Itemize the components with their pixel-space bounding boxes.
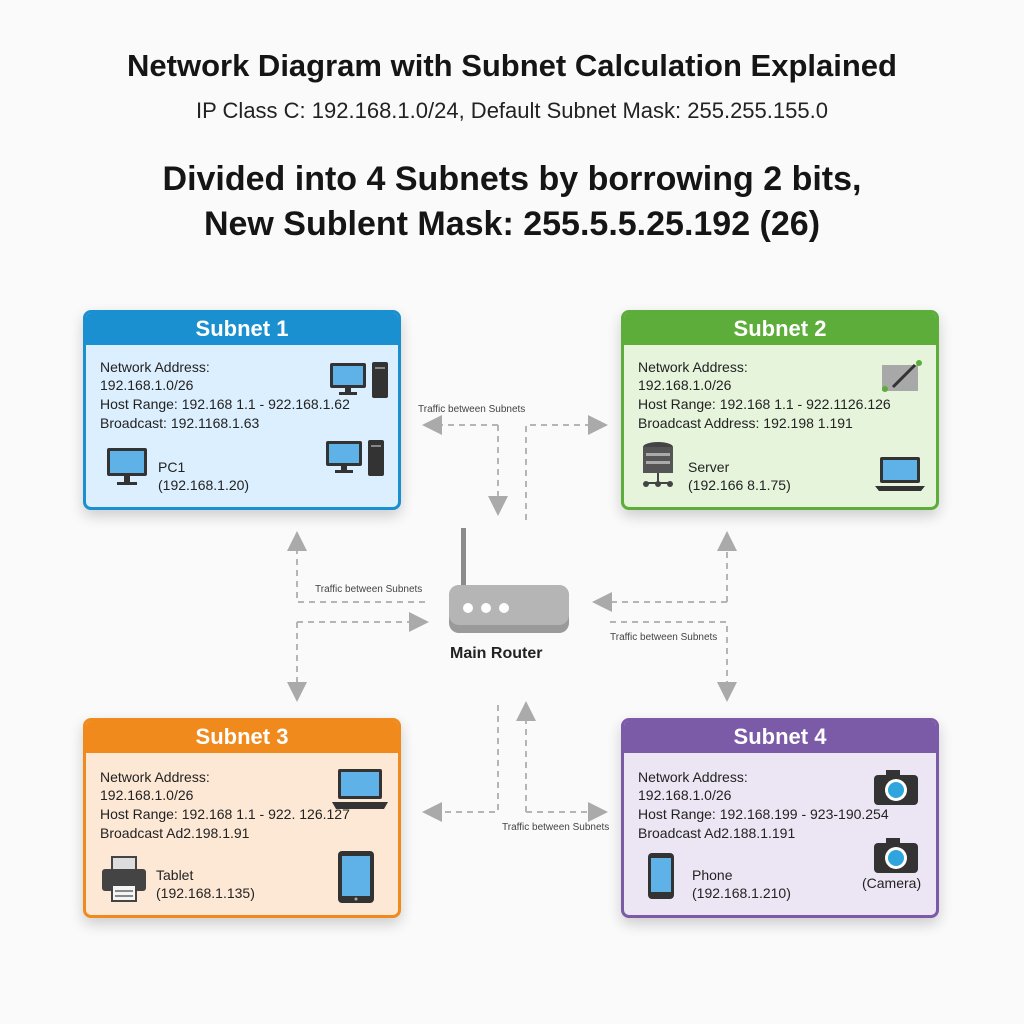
host-range: Host Range: 192.168.199 - 923-190.254 [638,806,889,822]
network-address: 192.168.1.0/26 [100,377,194,393]
broadcast: Broadcast Ad2.188.1.191 [638,825,796,841]
desktop-computer-icon [326,440,384,476]
edit-document-icon [882,360,922,392]
device-ip: (192.168.1.20) [158,477,250,493]
subnet-3-card: Subnet 3 Network Address: 192.168.1.0/26… [83,718,401,918]
link-s3-router [422,705,499,822]
traffic-label-top: Traffic between Subnets [418,404,526,415]
link-router-s4 [610,621,737,702]
traffic-label-bottom: Traffic between Subnets [502,822,610,833]
subnet-4-card: Subnet 4 Network Address: 192.168.1.0/26… [621,718,939,918]
broadcast: Broadcast Ad2.198.1.91 [100,825,250,841]
phone-icon [648,853,674,899]
network-label: Network Address: [100,769,210,785]
host-range: Host Range: 192.168 1.1 - 922.168.1.62 [100,396,350,412]
subnet-1-card: Subnet 1 Network Address: 192.168.1.0/26… [83,310,401,510]
desktop-computer-icon [330,362,388,398]
traffic-label-left: Traffic between Subnets [315,584,423,595]
diagram-title: Network Diagram with Subnet Calculation … [127,48,897,83]
device-name: PC1 [158,459,186,475]
network-address: 192.168.1.0/26 [638,377,732,393]
host-range: Host Range: 192.168 1.1 - 922.1126.126 [638,396,891,412]
camera-icon [874,838,918,873]
device-ip: (192.168.1.210) [692,885,791,901]
subnet-name: Subnet 2 [624,313,936,345]
network-label: Network Address: [638,769,748,785]
tablet-icon [338,851,374,903]
link-router-s2 [525,415,608,520]
network-address: 192.168.1.0/26 [638,787,732,803]
laptop-icon [332,769,388,809]
camera-label: (Camera) [862,875,922,891]
printer-icon [102,856,146,902]
traffic-label-right: Traffic between Subnets [610,632,718,643]
host-range: Host Range: 192.168 1.1 - 922. 126.127 [100,806,350,822]
broadcast: Broadcast Address: 192.198 1.191 [638,415,853,431]
diagram-subtitle: IP Class C: 192.168.1.0/24, Default Subn… [196,98,828,123]
subnet-heading-line2: New Sublent Mask: 255.5.5.25.192 (26) [203,205,821,243]
device-ip: (192.168.1.135) [156,885,255,901]
subnet-name: Subnet 1 [86,313,398,345]
broadcast: Broadcast: 192.1168.1.63 [100,415,260,431]
subnet-name: Subnet 3 [86,721,398,753]
device-ip: (192.166 8.1.75) [688,477,791,493]
router-label: Main Router [450,645,543,662]
router-icon [449,528,569,633]
device-name: Server [688,459,730,475]
device-name: Tablet [156,867,194,883]
subnet-2-card: Subnet 2 Network Address: 192.168.1.0/26… [621,310,939,510]
monitor-icon [107,448,147,485]
subnet-name: Subnet 4 [624,721,936,753]
server-icon [643,442,673,487]
network-label: Network Address: [638,359,748,375]
network-label: Network Address: [100,359,210,375]
subnet-heading-line1: Divided into 4 Subnets by borrowing 2 bi… [162,160,862,198]
laptop-icon [875,457,925,491]
camera-icon [874,770,918,805]
network-address: 192.168.1.0/26 [100,787,194,803]
device-name: Phone [692,867,733,883]
